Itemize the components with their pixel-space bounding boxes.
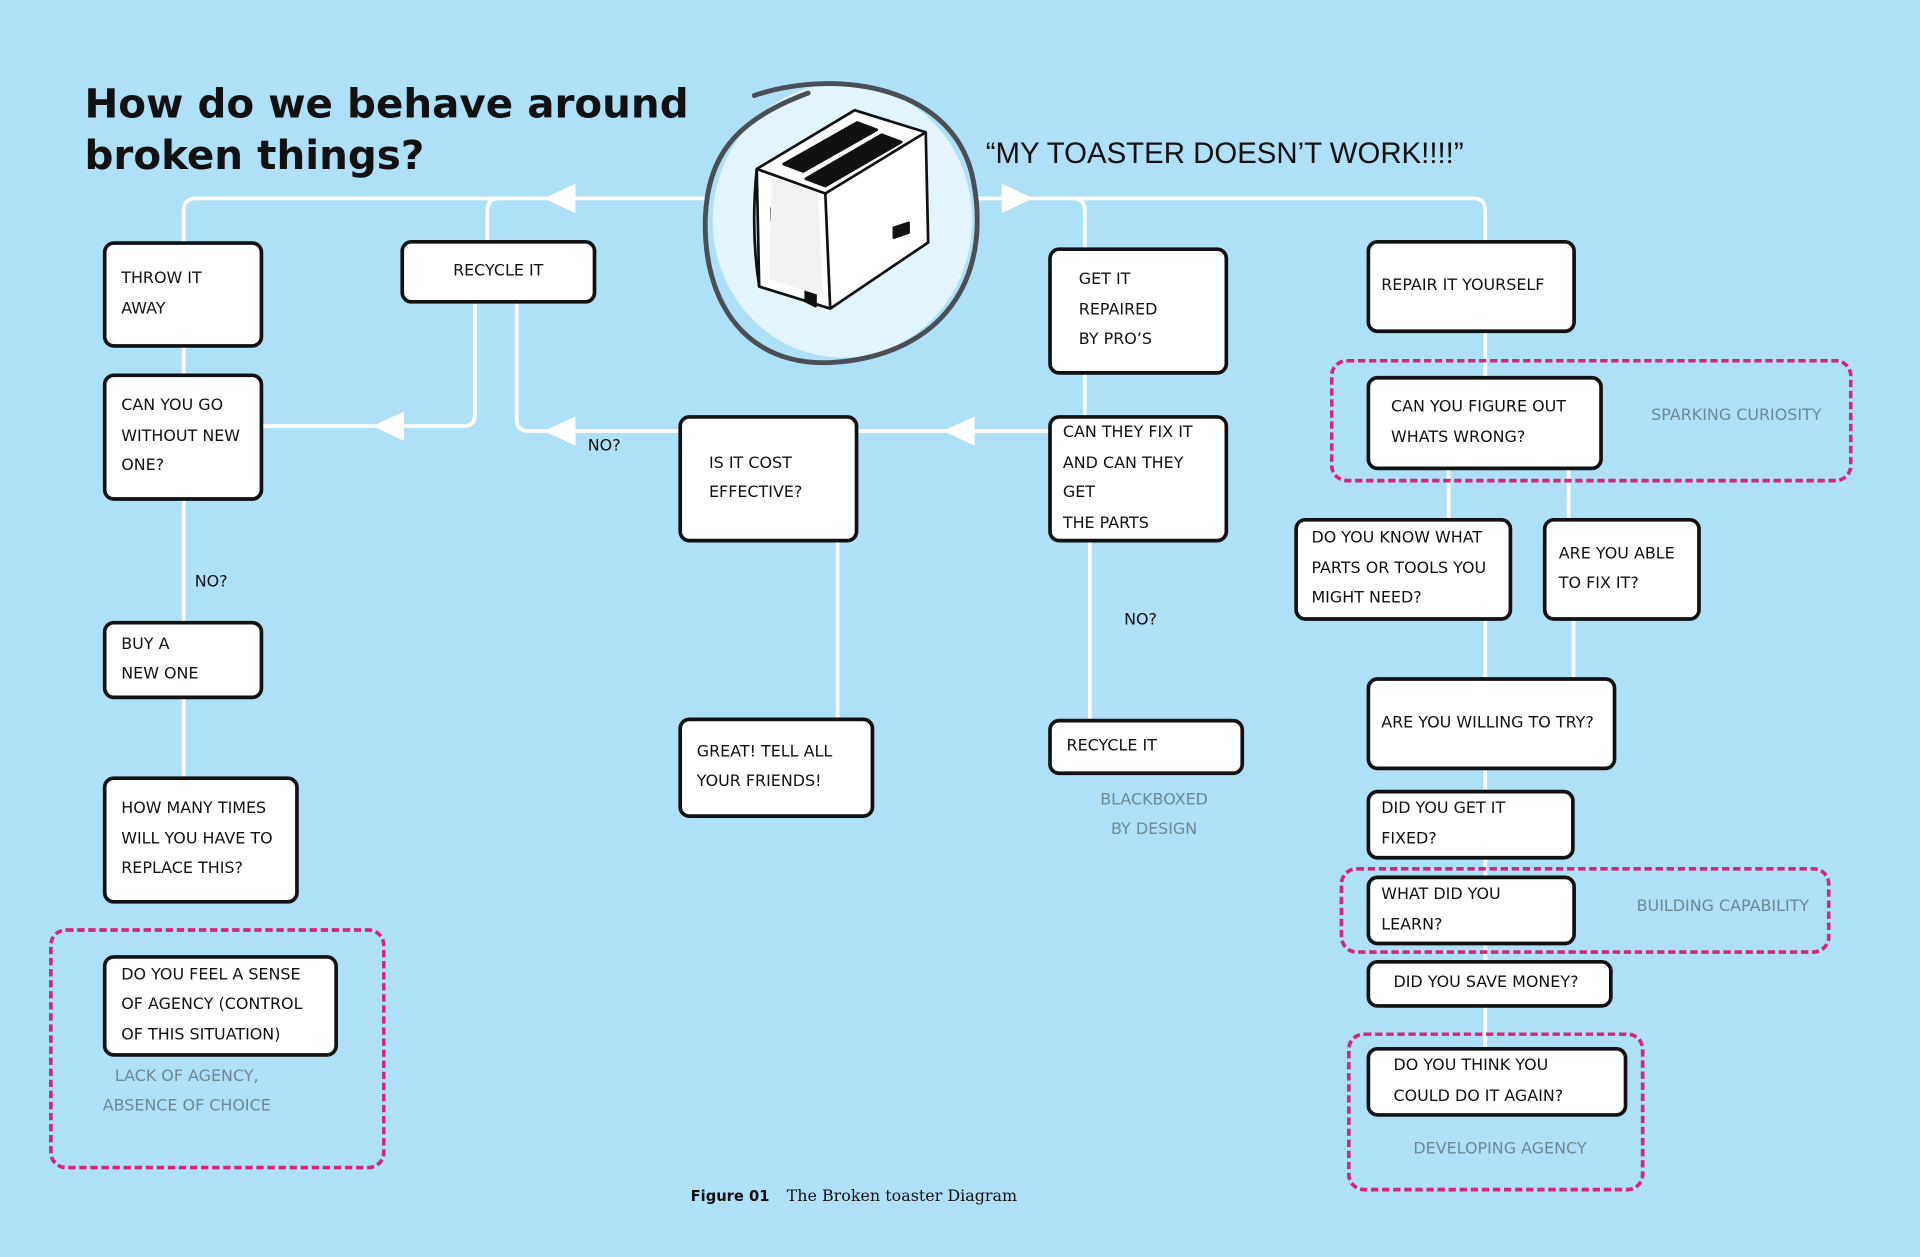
zone-lack-of-agency [48,928,386,1170]
toaster-sketch-icon [702,81,980,366]
connector-recycle-left-drop [485,196,502,242]
node-go-without: CAN YOU GO WITHOUT NEW ONE? [102,373,264,501]
figure-number: Figure 01 [690,1187,770,1205]
node-repaired-pros: GET IT REPAIRED BY PRO’S [1048,247,1229,375]
connector-recycle-to-go [261,300,477,428]
node-cost-effective: IS IT COST EFFECTIVE? [678,415,859,543]
page-title: How do we behave around broken things? [84,79,689,179]
connector-top-right [974,196,1488,245]
node-replace-times: HOW MANY TIMES WILL YOU HAVE TO REPLACE … [102,776,299,904]
connector-recycle-to-cost [514,300,682,433]
zone-building-capability [1339,866,1831,954]
node-recycle-left: RECYCLE IT [400,240,597,304]
arrowhead-no-recycle [543,416,576,446]
arrowhead-right-top [1001,183,1034,214]
zone-label-sparking-curiosity: SPARKING CURIOSITY [1651,406,1822,425]
figure-caption: Figure 01 The Broken toaster Diagram [691,1188,1017,1206]
connector-top-left [181,196,706,245]
node-know-parts: DO YOU KNOW WHAT PARTS OR TOOLS YOU MIGH… [1294,517,1513,621]
zone-sparking-curiosity [1329,358,1853,483]
node-sense-agency: DO YOU FEEL A SENSE OF AGENCY (CONTROL O… [102,955,338,1057]
toaster-quote: “MY TOASTER DOESN’T WORK!!!!” [985,137,1464,171]
zone-label-building-capability: BUILDING CAPABILITY [1636,897,1810,916]
figure-caption-text: The Broken toaster Diagram [786,1187,1018,1207]
arrowhead-go-without [372,411,405,441]
zone-label-lack-of-agency: LACK OF AGENCY, ABSENCE OF CHOICE [102,1067,271,1116]
zone-developing-agency [1346,1032,1645,1192]
label-no-left: NO? [194,573,228,592]
node-buy-new: BUY A NEW ONE [102,620,264,700]
label-no-middle: NO? [587,437,621,456]
node-able-fix: ARE YOU ABLE TO FIX IT? [1542,517,1701,621]
node-recycle-right: RECYCLE IT [1048,718,1245,776]
node-do-again: DO YOU THINK YOU COULD DO IT AGAIN? [1366,1046,1628,1117]
node-save-money: DID YOU SAVE MONEY? [1366,960,1613,1008]
node-throw-away: THROW IT AWAY [102,241,264,348]
node-got-fixed: DID YOU GET IT FIXED? [1366,789,1575,860]
node-fix-parts: CAN THEY FIX IT AND CAN THEY GET THE PAR… [1048,415,1229,543]
node-repair-yourself: REPAIR IT YOURSELF [1366,240,1576,334]
zone-label-blackboxed: BLACKBOXED BY DESIGN [1100,791,1208,839]
node-tell-friends: GREAT! TELL ALL YOUR FRIENDS! [678,717,875,818]
zone-label-developing-agency: DEVELOPING AGENCY [1413,1140,1587,1159]
node-what-learn: WHAT DID YOU LEARN? [1366,875,1576,946]
arrowhead-left-top [543,183,576,214]
label-no-right: NO? [1124,611,1157,630]
connector-pros-drop [1070,196,1087,251]
node-figure-out: CAN YOU FIGURE OUT WHATS WRONG? [1366,375,1603,471]
node-willing-try: ARE YOU WILLING TO TRY? [1366,677,1617,771]
arrowhead-fix-to-cost [942,416,975,446]
